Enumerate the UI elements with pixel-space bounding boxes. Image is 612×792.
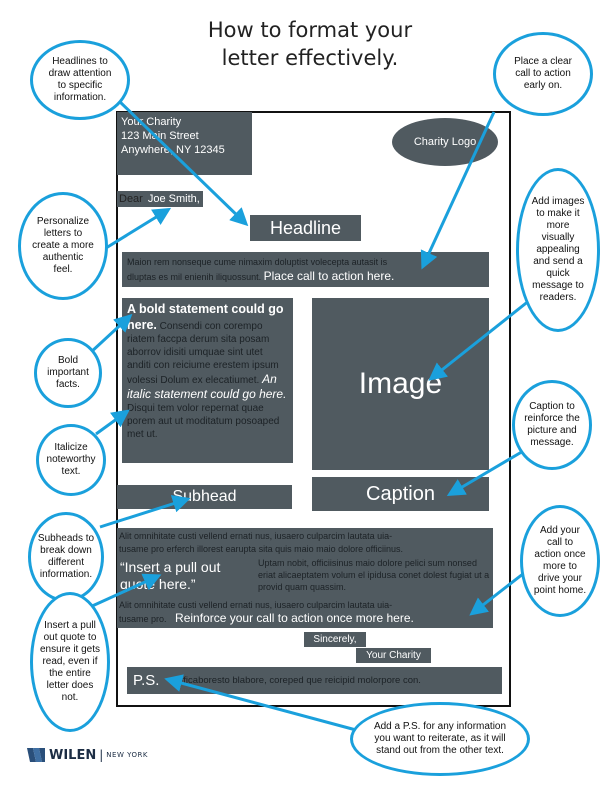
call-to-action: Place call to action here. [263,269,395,283]
arrow-italic [95,409,130,436]
callout-headlines: Headlines to draw attention to specific … [30,40,130,120]
ps-label: P.S. [133,672,160,689]
brand-name: WILEN [49,747,97,763]
intro-text: Maion rem nonseque cume nimaxim doluptis… [127,257,388,267]
brand-logo: WILEN | NEW YORK [26,744,148,766]
reinforce-call-to-action: Reinforce your call to action once more … [175,611,414,625]
callout-subheads-text: Subheads to break down different informa… [37,533,95,580]
italic-statement: An italic statement could go here. [127,372,287,401]
page-title: How to format your letter effectively. [150,16,470,72]
arrow-caption [446,448,526,497]
address-line: 123 Main Street [121,130,199,142]
callout-add-cta: Add your call to action once more to dri… [520,505,600,617]
postscript: P.S. Officaboresto blabore, coreped que … [127,667,502,694]
callout-bold: Bold important facts. [34,338,102,408]
arrow-pullquote [89,573,162,609]
callout-caption: Caption to reinforce the picture and mes… [512,380,592,470]
address-line: Anywhere, NY 12345 [121,144,225,156]
body-text-2: Disqui tem volor repernat quae porem aut… [127,403,280,440]
arrow-headline [116,98,249,227]
salutation-name: Joe Smith, [144,191,203,207]
body-text-3-line-2: tusame pro erferch illorest earupta sita… [119,544,403,554]
callout-caption-text: Caption to reinforce the picture and mes… [524,401,580,448]
callout-pullquote: Insert a pull out quote to ensure it get… [30,592,110,732]
body-text-4-line-1: Alit omnihitate custi vellend ernati nus… [119,600,393,610]
body-text-3-line-1: Alit omnihitate custi vellend ernati nus… [119,531,393,541]
body-text-1: Consendi con corempo riatem faccpa derum… [127,321,279,386]
callout-place-cta: Place a clear call to action early on. [493,32,593,116]
body-column: A bold statement could go here. Consendi… [122,298,293,463]
callout-place-cta-text: Place a clear call to action early on. [514,56,572,91]
body-section [117,528,493,628]
title-line-1: How to format your [207,18,413,42]
arrow-reinforce [469,568,529,616]
body-text-4-line-2: tusame pro. Reinforce your call to actio… [119,612,491,626]
arrow-call-to-action [420,111,496,270]
callout-personalize-text: Personalize letters to create a more aut… [32,216,94,275]
wilen-logo-icon [27,748,45,762]
return-address: Your Charity 123 Main Street Anywhere, N… [117,112,252,175]
arrow-bold [88,313,133,355]
title-line-2: letter effectively. [221,46,399,70]
sincerely: Sincerely, [304,632,366,647]
headline: Headline [250,215,361,241]
salutation-dear: Dear [117,191,145,207]
callout-add-images-text: Add images to make it more visually appe… [531,196,585,303]
bold-statement: A bold statement could go here. [127,302,284,332]
intro-text-2: dluptas es mil enienih iliquossunt. Plac… [127,269,484,284]
callout-add-images: Add images to make it more visually appe… [516,168,600,332]
callout-ps: Add a P.S. for any information you want … [350,702,530,776]
ps-text: Officaboresto blabore, coreped que reici… [173,675,421,686]
callout-subheads: Subheads to break down different informa… [28,512,104,602]
arrow-ps [164,674,357,732]
callout-italicize-text: Italicize noteworthy text. [46,442,96,477]
body-text-3: Alit omnihitate custi vellend ernati nus… [119,530,491,556]
arrow-personalize [105,207,172,250]
arrow-subhead [99,495,191,529]
body-text-4: Alit omnihitate custi vellend ernati nus… [119,599,491,626]
callout-bold-text: Bold important facts. [47,355,89,390]
salutation: Dear Joe Smith, [117,191,203,207]
intro-text-2-copy: dluptas es mil enienih iliquossunt. [127,272,262,282]
callout-italicize: Italicize noteworthy text. [36,424,106,496]
signature: Your Charity [356,648,431,663]
callout-ps-text: Add a P.S. for any information you want … [373,721,507,756]
arrow-image [428,298,531,381]
callout-add-cta-text: Add your call to action once more to dri… [533,525,587,596]
brand-divider: | [99,748,104,762]
body-text-4-copy: tusame pro. [119,614,167,624]
callout-personalize: Personalize letters to create a more aut… [18,192,108,300]
body-text-3-side: Uptam nobit, officiisinus maio dolore pe… [258,558,490,592]
letter-page [116,111,511,707]
image-placeholder: Image [312,298,489,470]
callout-headlines-text: Headlines to draw attention to specific … [48,56,112,103]
brand-sub: NEW YORK [106,751,148,759]
callout-pullquote-text: Insert a pull out quote to ensure it get… [39,620,101,703]
